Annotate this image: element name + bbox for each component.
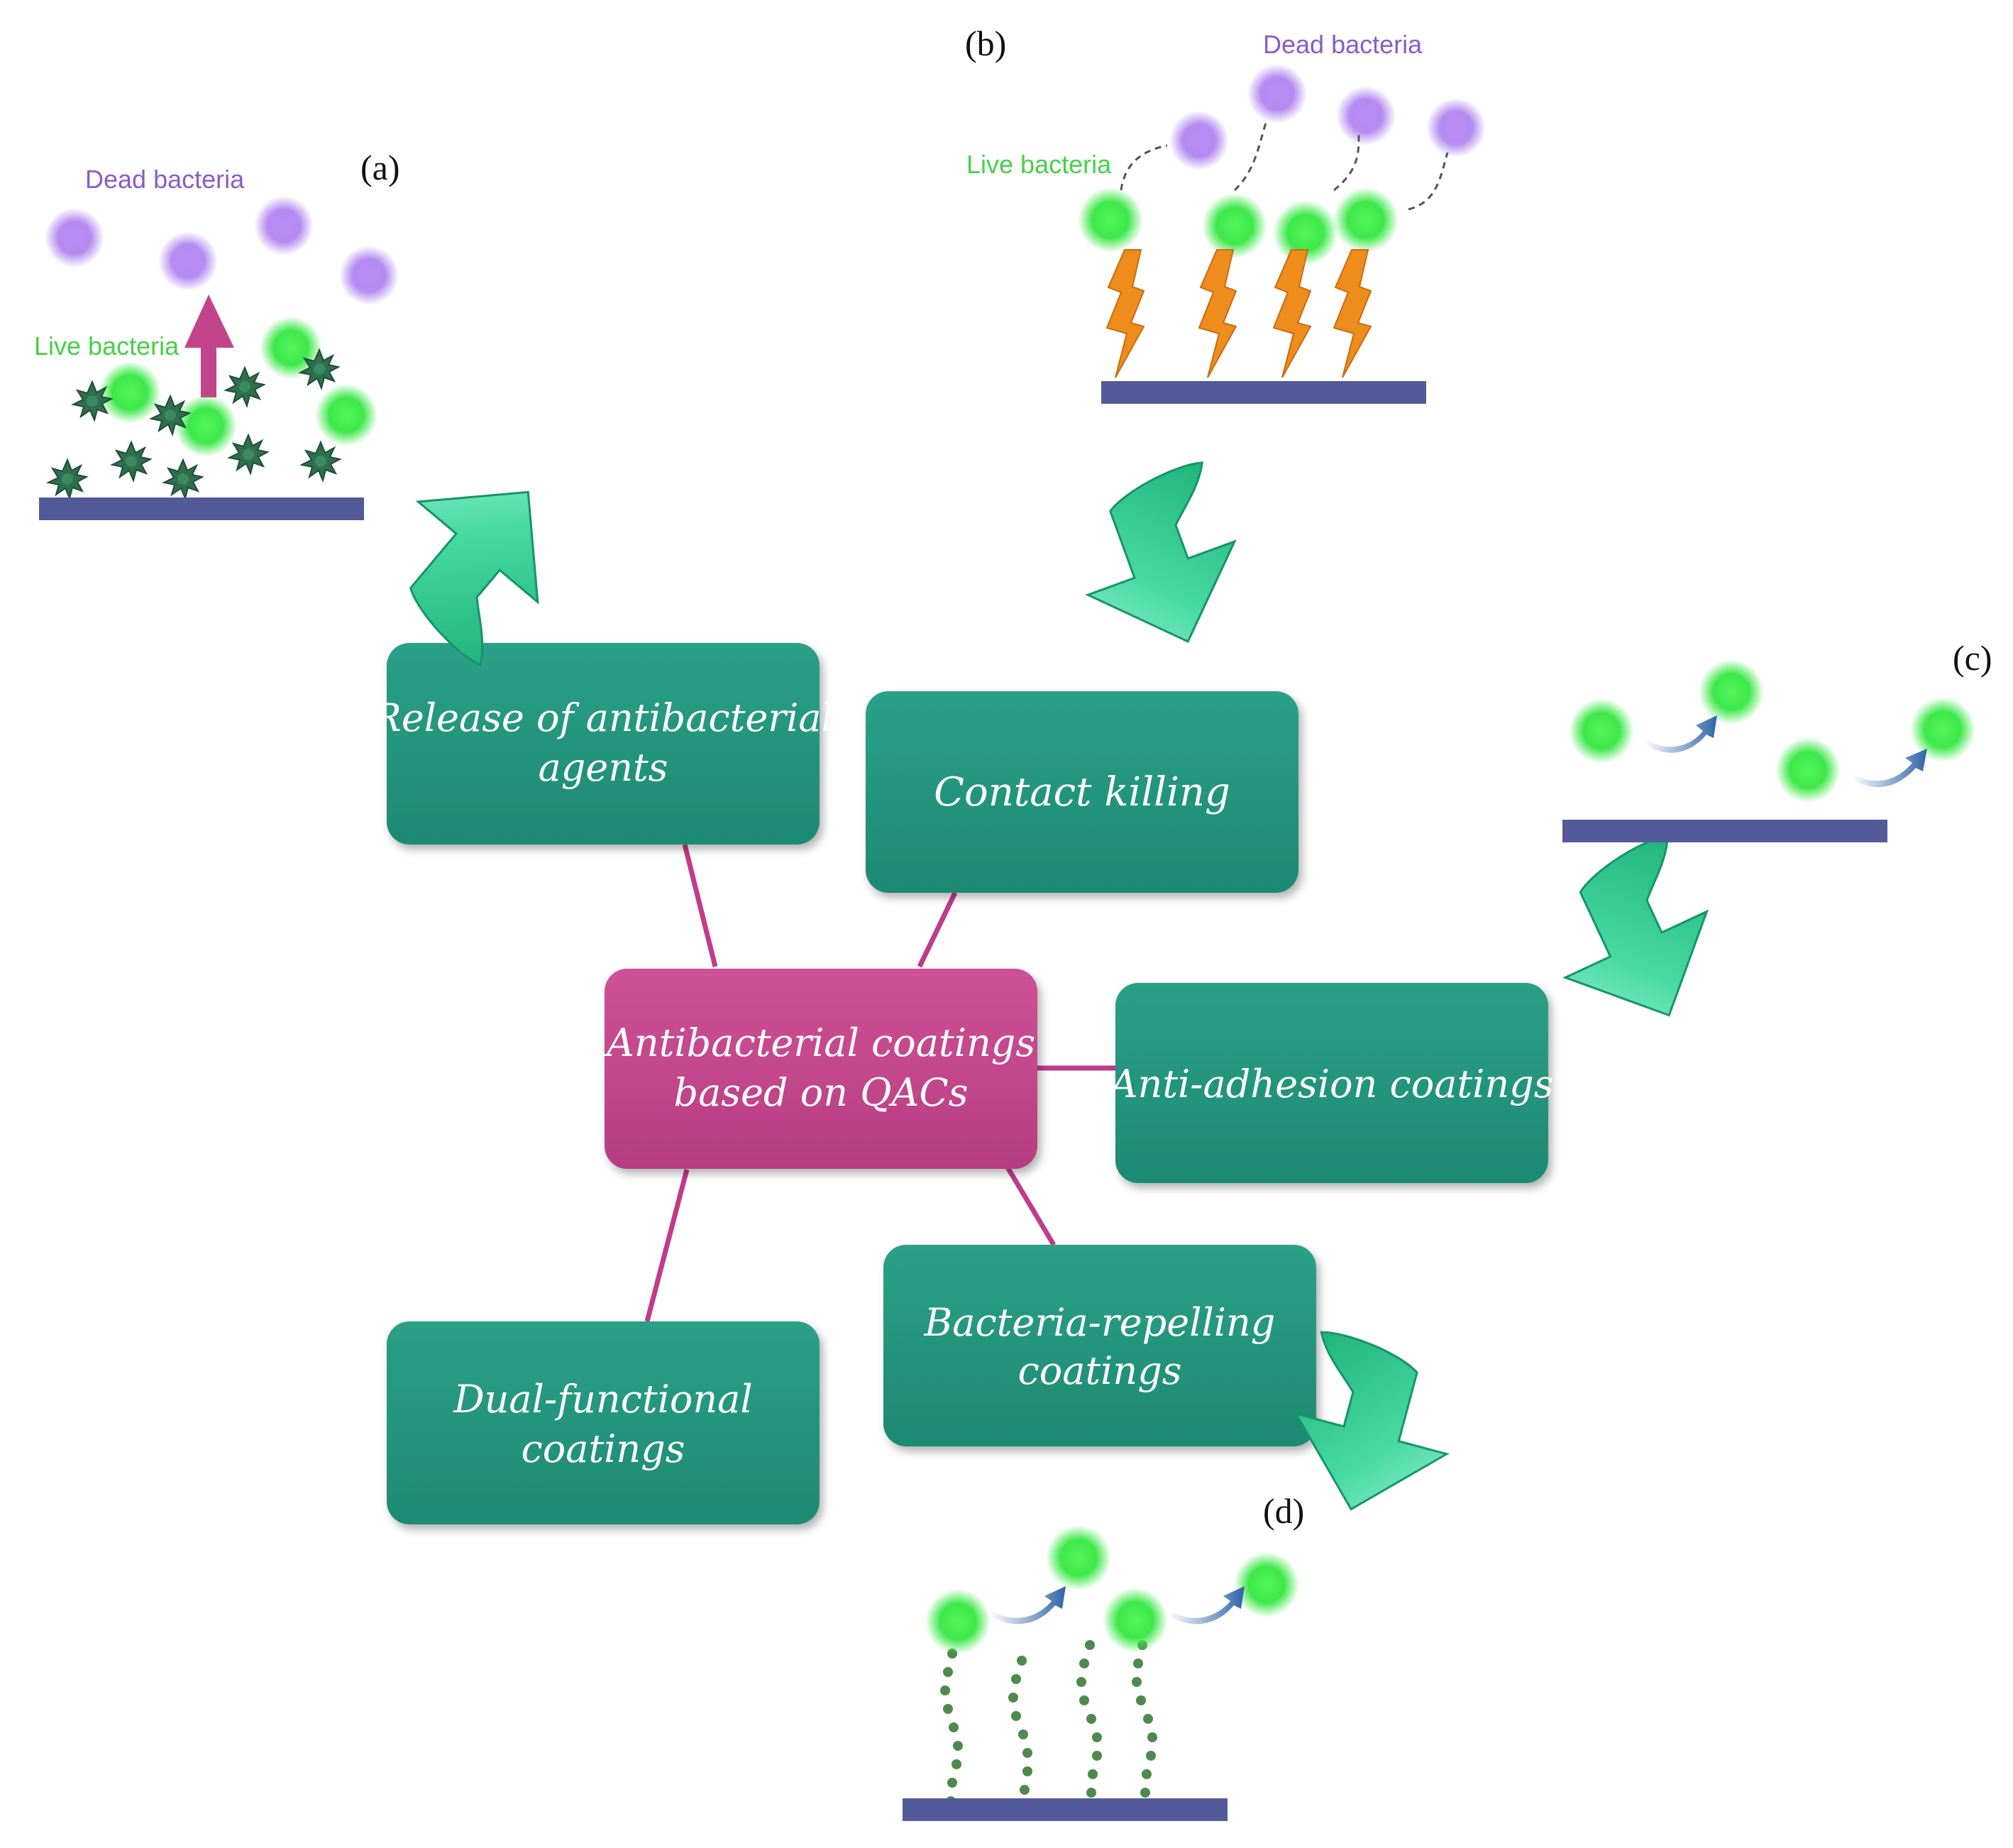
panel-a: (a) Dead bacteria Live bacteria — [34, 148, 400, 520]
box-contact-line1: Contact killing — [934, 769, 1230, 815]
live-bacteria-group — [99, 317, 377, 457]
box-repelling-line2: coatings — [1018, 1348, 1182, 1393]
substrate-a — [39, 497, 364, 520]
box-anti-adhesion-line1: Anti-adhesion coatings — [1107, 1062, 1554, 1106]
dead-bacteria-group — [45, 196, 399, 305]
big-arrows — [409, 461, 1709, 1511]
arrow-to-panel-c-icon — [1562, 835, 1709, 1017]
panel-c-label: (c) — [1953, 638, 1992, 678]
connector-dual — [644, 1169, 690, 1322]
panel-a-dead-label: Dead bacteria — [85, 165, 245, 194]
kill-path-arrows — [1120, 120, 1449, 211]
center-line1: Antibacterial coatings — [603, 1021, 1035, 1065]
polymer-brush-icons — [940, 1640, 1157, 1815]
center-node: Antibacterial coatings based on QACs — [603, 969, 1037, 1169]
panel-d-label: (d) — [1263, 1491, 1304, 1531]
live-bacteria-group — [1078, 187, 1399, 265]
panel-b: (b) Dead bacteria Live bacteria — [965, 23, 1486, 404]
box-contact-killing: Contact killing — [866, 691, 1298, 893]
box-anti-adhesion: Anti-adhesion coatings — [1107, 983, 1554, 1183]
connectors — [644, 844, 1115, 1322]
repel-arrow-icons — [990, 1586, 1245, 1624]
arrow-to-panel-a-icon — [409, 490, 539, 667]
connector-repelling — [1005, 1166, 1057, 1246]
panel-b-dead-label: Dead bacteria — [1263, 30, 1423, 59]
box-release-line2: agents — [539, 745, 668, 790]
brush-3 — [1076, 1640, 1102, 1815]
box-repelling: Bacteria-repelling coatings — [883, 1245, 1316, 1446]
substrate-d — [903, 1798, 1228, 1821]
repel-arrow-icons — [1645, 715, 1927, 788]
brush-2 — [1008, 1656, 1032, 1813]
substrate-c — [1562, 820, 1887, 842]
dead-bacteria-group — [1169, 64, 1486, 170]
upward-arrow-icon — [184, 295, 234, 397]
connector-release — [682, 844, 718, 967]
box-release-line1: Release of antibacterial — [372, 695, 834, 740]
connector-contact — [917, 891, 958, 968]
panel-c: (c) — [1562, 638, 1992, 842]
panel-b-live-label: Live bacteria — [966, 150, 1112, 179]
panel-b-label: (b) — [965, 23, 1006, 63]
box-dual-line1: Dual-functional — [453, 1377, 752, 1421]
box-release: Release of antibacterial agents — [372, 643, 834, 845]
brush-1 — [940, 1649, 963, 1806]
panel-d: (d) — [903, 1491, 1304, 1821]
contact-spark-icons — [1105, 249, 1372, 378]
center-line2: based on QACs — [674, 1070, 969, 1115]
live-bacteria-group — [1569, 659, 1975, 803]
panel-a-label: (a) — [360, 148, 400, 187]
live-bacteria-group — [925, 1525, 1299, 1654]
box-repelling-line1: Bacteria-repelling — [924, 1300, 1276, 1345]
box-dual-functional: Dual-functional coatings — [387, 1321, 820, 1524]
substrate-b — [1101, 381, 1426, 404]
arrow-to-panel-d-icon — [1294, 1331, 1450, 1511]
box-dual-line2: coatings — [522, 1426, 685, 1471]
brush-4 — [1132, 1640, 1157, 1815]
panel-a-live-label: Live bacteria — [34, 331, 180, 361]
arrow-to-panel-b-icon — [1085, 461, 1237, 643]
